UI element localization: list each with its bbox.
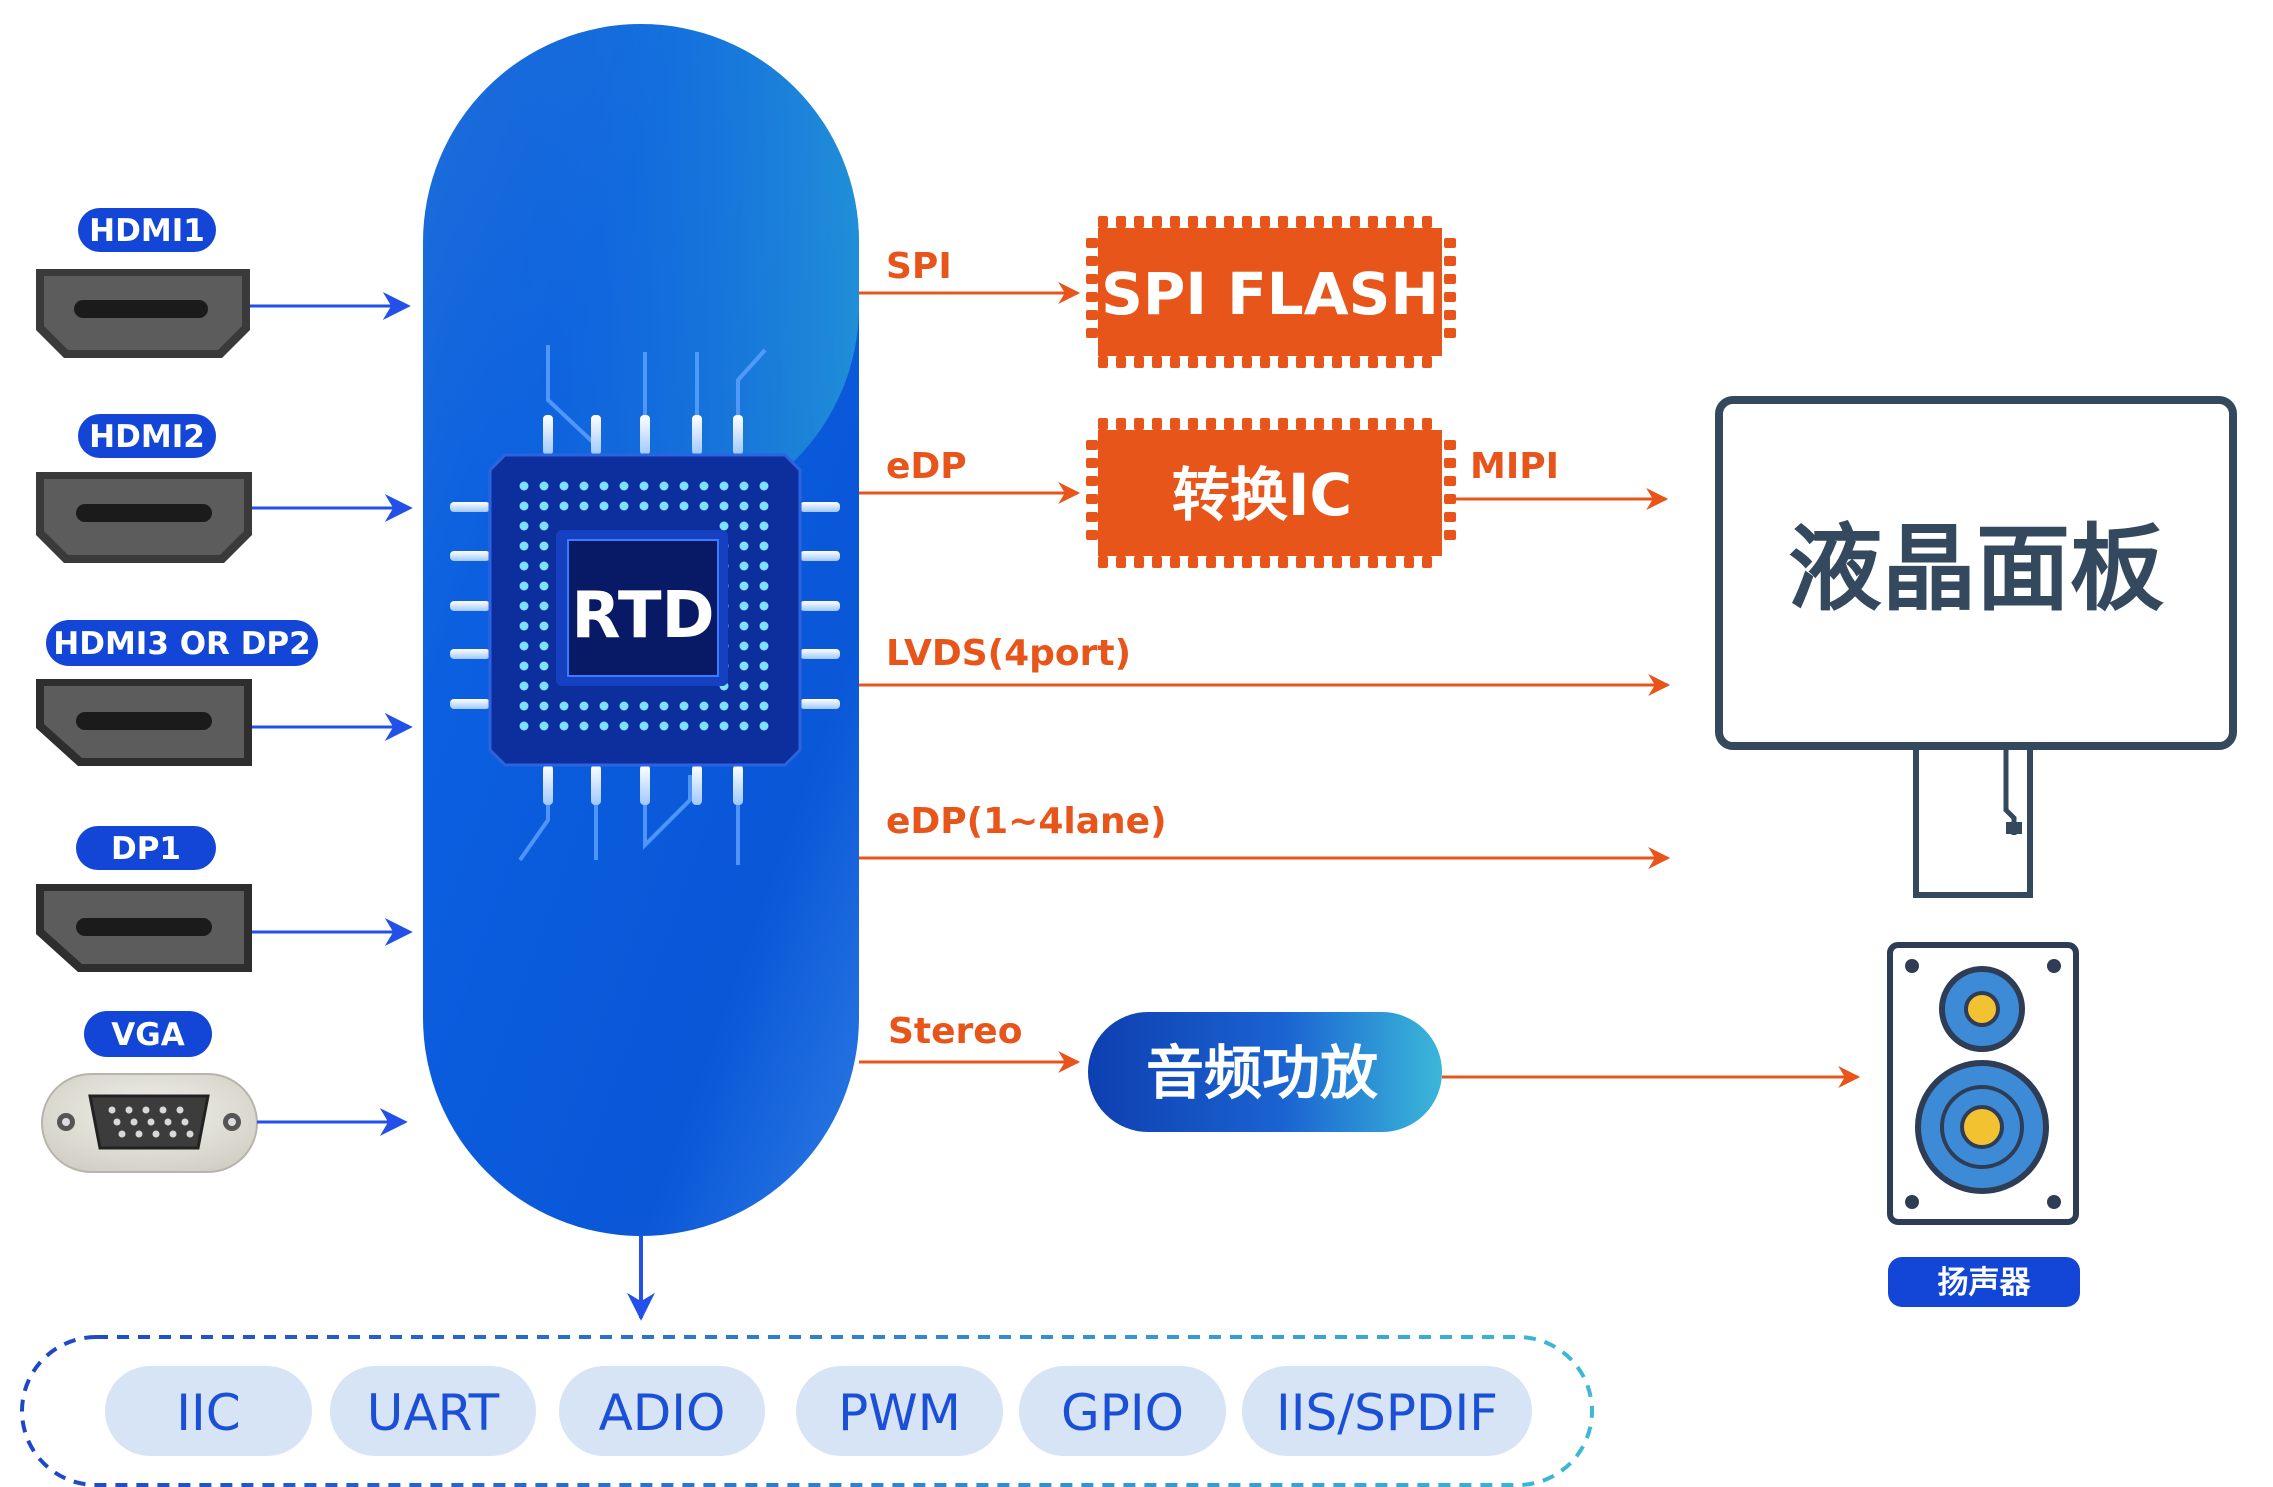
spi-flash-chip: SPI FLASH <box>1086 216 1456 368</box>
speaker-label: 扬声器 <box>1938 1265 2032 1301</box>
lvds-signal-label: LVDS(4port) <box>886 633 1131 674</box>
spi-flash-label: SPI FLASH <box>1101 260 1439 328</box>
output-stereo: Stereo 音频功放 <box>859 1011 1861 1132</box>
peripheral-item: IIS/SPDIF <box>1242 1366 1532 1456</box>
input-label: HDMI1 <box>89 213 205 249</box>
speaker-icon <box>1887 942 2079 1225</box>
vga-port-icon <box>41 1073 258 1173</box>
panel-screen <box>1715 396 2237 750</box>
input-label-pill <box>84 1011 212 1057</box>
peripheral-list: IIC UART ADIO PWM GPIO IIS/SPDIF <box>105 1366 1532 1456</box>
input-hdmi3-or-dp2: HDMI3 OR DP2 <box>36 620 413 766</box>
displayport-icon <box>36 884 252 972</box>
displayport-icon <box>36 679 252 766</box>
input-label-pill <box>78 208 216 252</box>
peripheral-label: IIS/SPDIF <box>1276 1384 1498 1442</box>
audio-amplifier: 音频功放 <box>1088 1012 1442 1132</box>
peripheral-item: IIC <box>105 1366 312 1456</box>
peripheral-item: GPIO <box>1019 1366 1226 1456</box>
hdmi-port-icon <box>36 472 252 563</box>
spi-signal-label: SPI <box>886 246 952 287</box>
input-hdmi2: HDMI2 <box>36 414 413 563</box>
output-edp-lane: eDP(1~4lane) <box>859 801 1671 869</box>
peripheral-item: UART <box>330 1366 536 1456</box>
peripheral-label: ADIO <box>599 1384 726 1442</box>
edp-signal-label: eDP <box>886 446 967 487</box>
input-label-pill <box>78 414 216 458</box>
peripheral-label: PWM <box>838 1384 961 1442</box>
input-label: HDMI2 <box>89 419 205 455</box>
input-label-pill <box>76 826 216 870</box>
converter-ic-label: 转换IC <box>1172 461 1352 529</box>
input-dp1: DP1 <box>36 826 413 972</box>
panel-stand <box>1913 742 2033 898</box>
mipi-signal-label: MIPI <box>1470 446 1559 487</box>
input-label: DP1 <box>111 831 181 867</box>
converter-ic-chip: 转换IC <box>1086 418 1456 568</box>
audio-amplifier-label: 音频功放 <box>1146 1039 1378 1107</box>
lcd-panel: 液晶面板 <box>1715 396 2237 898</box>
output-lvds: LVDS(4port) <box>859 633 1671 696</box>
stereo-signal-label: Stereo <box>888 1011 1022 1052</box>
input-label: HDMI3 OR DP2 <box>53 626 310 662</box>
output-edp: eDP 转换IC MIPI <box>859 418 1669 568</box>
input-hdmi1: HDMI1 <box>36 208 411 358</box>
rtd-chip: RTD <box>450 345 840 865</box>
peripheral-label: UART <box>367 1384 500 1442</box>
edp-lane-signal-label: eDP(1~4lane) <box>886 801 1167 842</box>
input-label-pill <box>46 620 318 666</box>
input-label: VGA <box>111 1017 184 1053</box>
hdmi-port-icon <box>36 269 250 358</box>
panel-label: 液晶面板 <box>1788 515 2164 624</box>
output-spi: SPI SPI FLASH <box>859 216 1456 368</box>
input-vga: VGA <box>41 1011 408 1173</box>
peripheral-group <box>20 1335 1594 1487</box>
chip-label: RTD <box>571 579 714 653</box>
peripheral-label: GPIO <box>1061 1384 1184 1442</box>
peripheral-item: ADIO <box>559 1366 765 1456</box>
peripheral-label: IIC <box>176 1384 240 1442</box>
peripheral-item: PWM <box>796 1366 1003 1456</box>
chip-pins <box>450 415 840 805</box>
speaker-label-pill <box>1888 1257 2080 1307</box>
